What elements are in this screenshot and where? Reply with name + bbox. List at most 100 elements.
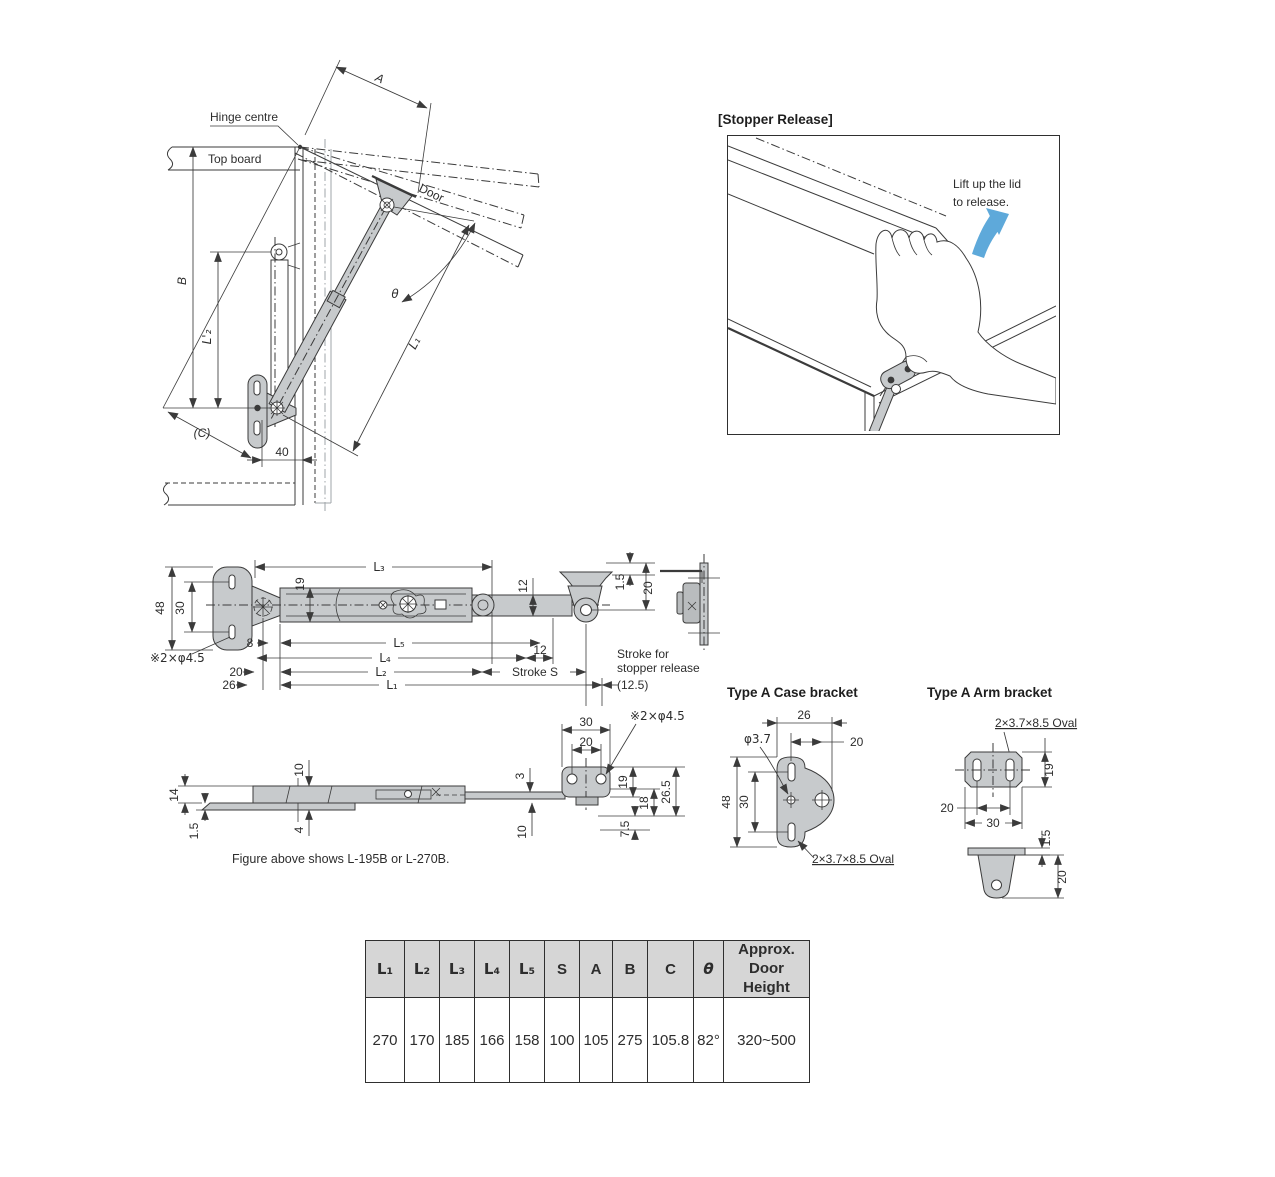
door-label: Door — [417, 181, 447, 205]
top-board: Top board — [166, 146, 300, 171]
hinge-centre-label: Hinge centre — [210, 110, 278, 124]
arm-dim-20-height-label: 20 — [1055, 870, 1069, 884]
value-l1: 270 — [365, 997, 405, 1084]
dim-26-5-label: 26.5 — [659, 780, 673, 804]
dim-18-label: 18 — [637, 796, 651, 810]
col-header-c: C — [647, 939, 694, 999]
arm-bracket-on-door — [371, 175, 417, 216]
dim-7-5-label: 7.5 — [618, 820, 632, 837]
dim-L2-dash: L'₂ — [200, 251, 271, 409]
top-board-label: Top board — [208, 152, 261, 166]
value-c: 105.8 — [647, 997, 694, 1084]
spec-table-value-row: 270 170 185 166 158 100 105 275 105.8 82… — [365, 997, 810, 1084]
dim-4-label: 4 — [292, 826, 306, 833]
col-header-b: B — [612, 939, 648, 999]
case-bracket-title: Type A Case bracket — [727, 685, 858, 700]
value-theta: 82° — [693, 997, 724, 1084]
arm-bracket-side — [561, 758, 611, 810]
spec-table: L₁ L₂ L₃ L₄ L₅ S A B C θ Approx. Door He… — [365, 939, 810, 1084]
value-door-height: 320~500 — [723, 997, 810, 1084]
value-l2: 170 — [404, 997, 440, 1084]
arm-dim-1-5-label: 1.5 — [1039, 829, 1053, 846]
hand — [875, 229, 1057, 405]
dim-l4-label: L₄ — [379, 651, 391, 665]
case-dia-label: φ3.7 — [744, 732, 771, 746]
case-dim-26-label: 26 — [797, 708, 811, 722]
dim-1-5-side-label: 1.5 — [187, 822, 201, 839]
main-installation-diagram: Top board Hinge centre — [162, 59, 540, 511]
case-bracket-drawing: 26 20 φ3.7 48 30 2×3.7×8.5 Oval — [722, 708, 894, 866]
dim-l5-label: L₅ — [393, 636, 405, 650]
arm-bracket-profile — [660, 554, 720, 652]
col-header-l4: L₄ — [474, 939, 510, 999]
arm-bracket-side-profile — [967, 847, 1026, 899]
cabinet-wall — [162, 139, 332, 511]
dim-20-side-label: 20 — [579, 735, 593, 749]
case-dim-20-label: 20 — [850, 735, 864, 749]
plan-view: L₃ 19 12 1.5 20 48 30 — [150, 552, 720, 706]
dim-3-label: 3 — [513, 772, 527, 779]
dim-theta: θ — [391, 222, 476, 303]
mini-stay — [868, 360, 916, 435]
col-header-door-height: Approx. Door Height — [723, 939, 810, 999]
dim-c-label: (C) — [194, 426, 211, 440]
value-s: 100 — [544, 997, 580, 1084]
dim-19-label: 19 — [293, 577, 307, 591]
dim-20-left-label: 20 — [229, 665, 243, 679]
col-header-l2: L₂ — [404, 939, 440, 999]
dim-14-label: 14 — [167, 788, 181, 802]
dim-C: (C) — [167, 411, 252, 459]
side-view: 14 1.5 10 4 3 10 30 — [167, 709, 685, 840]
figure-caption: Figure above shows L-195B or L-270B. — [232, 852, 450, 866]
lift-note-line1: Lift up the lid — [953, 177, 1021, 191]
case-dim-30-label: 30 — [737, 795, 751, 809]
dim-l1-label: L₁ — [406, 335, 424, 352]
arm-dim-20-slot-label: 20 — [940, 801, 954, 815]
value-l3: 185 — [439, 997, 475, 1084]
dim-26-label: 26 — [222, 678, 236, 692]
dim-19-side-label: 19 — [616, 775, 630, 789]
col-header-l1: L₁ — [365, 939, 405, 999]
stopper-release-title: [Stopper Release] — [718, 112, 833, 127]
col-header-s: S — [544, 939, 580, 999]
col-header-theta: θ — [693, 939, 724, 999]
dim-8-label: 8 — [247, 636, 254, 650]
dim-l2-label: L₂ — [375, 665, 387, 679]
case-oval-note: 2×3.7×8.5 Oval — [812, 852, 894, 866]
hinge-centre-callout: Hinge centre — [210, 110, 303, 150]
dim-1-5-right-label: 1.5 — [613, 573, 627, 590]
dim-40-label: 40 — [275, 445, 289, 459]
value-l4: 166 — [474, 997, 510, 1084]
dim-20-right-label: 20 — [641, 581, 655, 595]
value-a: 105 — [579, 997, 613, 1084]
dim-10-top-label: 10 — [292, 763, 306, 777]
latch-mechanism — [390, 589, 447, 619]
stroke-note-line1: Stroke for — [617, 647, 669, 661]
dim-30-side-label: 30 — [579, 715, 593, 729]
door-open: Door — [294, 146, 524, 268]
dim-b-label: B — [175, 277, 189, 285]
arm-dim-30-label: 30 — [986, 816, 1000, 830]
dim-l1-label: L₁ — [386, 678, 398, 692]
col-header-a: A — [579, 939, 613, 999]
arm-bracket-drawing: 2×3.7×8.5 Oval 19 20 30 — [940, 716, 1077, 899]
lift-note-line2: to release. — [953, 195, 1009, 209]
col-header-l3: L₃ — [439, 939, 475, 999]
dim-l2-dash-label: L'₂ — [200, 329, 214, 344]
dim-12-offset-label: 12 — [533, 643, 547, 657]
stopper-release-panel: Lift up the lid to release. — [727, 135, 1060, 435]
case-dim-48-label: 48 — [722, 795, 733, 809]
plan-holes-note: ※2×φ4.5 — [150, 651, 205, 665]
dim-40: 40 — [247, 420, 317, 467]
value-b: 275 — [612, 997, 648, 1084]
side-latch-detail — [375, 787, 465, 800]
dim-30-label: 30 — [173, 601, 187, 615]
stopper-release-illustration: Lift up the lid to release. — [727, 137, 1057, 435]
stay-dimension-drawing: L₃ 19 12 1.5 20 48 30 — [150, 552, 720, 840]
arm-oval-note: 2×3.7×8.5 Oval — [995, 716, 1077, 730]
dim-10-bottom-label: 10 — [515, 825, 529, 839]
arm-bracket-title: Type A Arm bracket — [927, 685, 1053, 700]
stroke-note-line2b: stopper release — [617, 661, 700, 675]
stroke-note-value: (12.5) — [617, 678, 648, 692]
